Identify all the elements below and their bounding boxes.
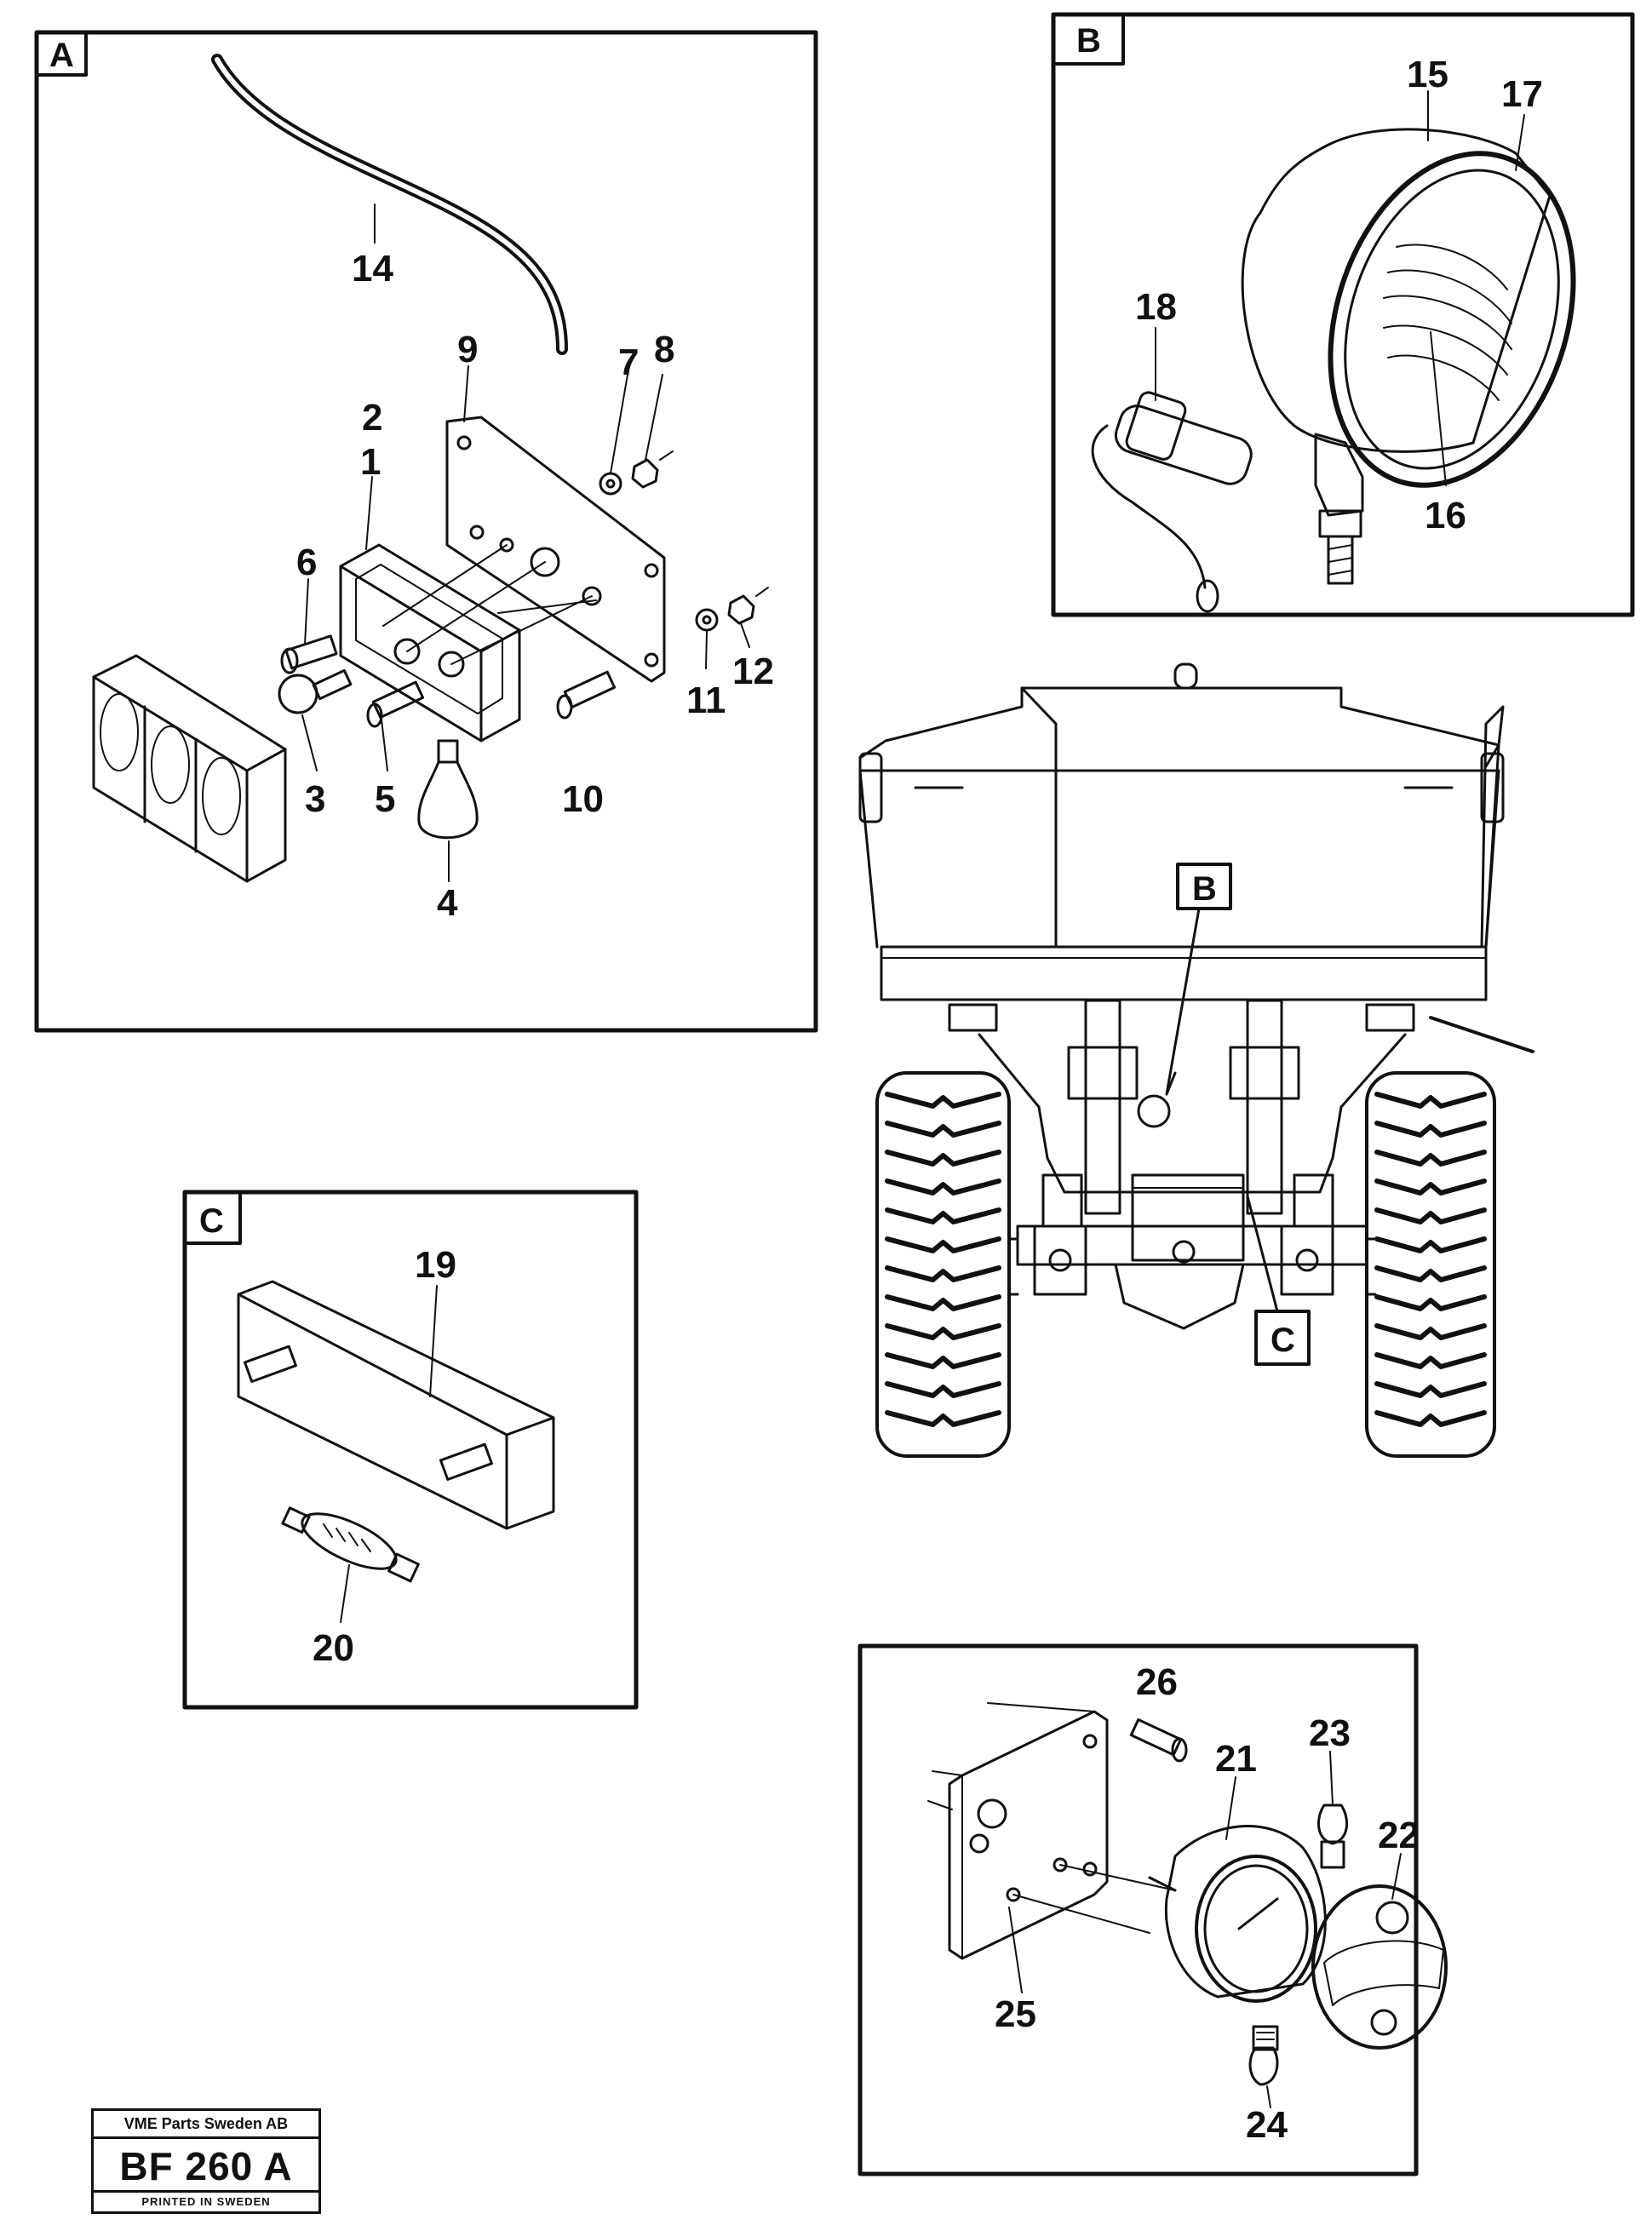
cable-part-14 xyxy=(211,54,568,355)
part-label-18: 18 xyxy=(1135,286,1177,328)
callout-b-box xyxy=(1176,863,1232,910)
part-label-2: 2 xyxy=(362,397,382,439)
lamp-part-21 xyxy=(1148,1825,1327,2003)
panel-c-label-box xyxy=(183,1190,242,1245)
part-label-5: 5 xyxy=(375,778,395,820)
panel-a-frame xyxy=(34,30,818,1033)
tire-tread xyxy=(885,1323,1001,1340)
part-label-19: 19 xyxy=(415,1244,456,1286)
part-label-4: 4 xyxy=(437,882,458,924)
tire-tread xyxy=(1374,1323,1487,1340)
tire-tread xyxy=(1374,1294,1487,1311)
bulb-part-3 xyxy=(278,668,353,714)
panel-a-label-box xyxy=(35,31,88,77)
part-label-10: 10 xyxy=(562,778,604,820)
screw-part-6 xyxy=(280,634,338,674)
panel-c-frame xyxy=(182,1190,639,1710)
tire-tread xyxy=(885,1092,1001,1109)
tire-tread xyxy=(885,1294,1001,1311)
tire-tread xyxy=(1374,1265,1487,1282)
stamp-company: VME Parts Sweden AB xyxy=(94,2111,318,2139)
panel-a-label: A xyxy=(49,37,74,74)
part-label-25: 25 xyxy=(995,1993,1036,2035)
tire-tread xyxy=(1374,1352,1487,1369)
tire-tread xyxy=(885,1352,1001,1369)
panel-b-frame xyxy=(1051,12,1635,617)
screw-part-26 xyxy=(1129,1718,1188,1763)
part-label-7: 7 xyxy=(618,341,639,383)
part-label-6: 6 xyxy=(296,542,317,583)
tire-tread xyxy=(885,1207,1001,1224)
washer-part-11 xyxy=(695,608,719,632)
part-label-26: 26 xyxy=(1136,1661,1178,1703)
part-label-22: 22 xyxy=(1378,1815,1420,1856)
panel-b-label-box xyxy=(1052,13,1125,66)
tire-tread xyxy=(885,1410,1001,1427)
tire-tread xyxy=(1374,1150,1487,1167)
nut-part-12 xyxy=(727,594,755,625)
part-label-1: 1 xyxy=(360,441,381,483)
stamp-code: BF 260 A xyxy=(119,2144,293,2188)
stamp-footer: PRINTED IN SWEDEN xyxy=(94,2190,318,2211)
bulb-part-20 xyxy=(281,1506,420,1583)
part-label-16: 16 xyxy=(1425,495,1466,536)
callout-c-box xyxy=(1254,1310,1311,1366)
part-label-3: 3 xyxy=(305,778,325,820)
bulb-part-4 xyxy=(417,739,479,840)
part-label-17: 17 xyxy=(1501,73,1543,115)
part-label-21: 21 xyxy=(1215,1738,1257,1780)
washer-part-7 xyxy=(599,472,622,496)
tire-tread xyxy=(1374,1410,1487,1427)
part-label-11: 11 xyxy=(686,680,726,721)
bulb-part-18 xyxy=(1091,391,1253,613)
left-tire xyxy=(875,1071,1011,1458)
panel-d-frame xyxy=(858,1643,1419,2176)
callout-c-label: C xyxy=(1271,1322,1295,1359)
part-label-15: 15 xyxy=(1407,54,1448,95)
lamp-housing-part-1 xyxy=(339,543,521,743)
lamp-lens-part-16 xyxy=(1344,169,1560,470)
bulb-part-24 xyxy=(1248,2025,1279,2086)
right-tire xyxy=(1365,1071,1496,1458)
tire-tread xyxy=(1374,1178,1487,1196)
part-label-20: 20 xyxy=(313,1627,354,1669)
lamp-part-19 xyxy=(237,1280,555,1530)
part-label-8: 8 xyxy=(654,329,674,370)
tire-tread xyxy=(1374,1381,1487,1398)
part-label-9: 9 xyxy=(457,329,478,370)
lamp-rim-part-17 xyxy=(1328,151,1576,488)
lamp-lens-block xyxy=(92,654,287,883)
tire-tread xyxy=(1374,1236,1487,1253)
part-label-12: 12 xyxy=(732,651,774,692)
tire-tread xyxy=(885,1178,1001,1196)
tire-tread xyxy=(885,1150,1001,1167)
title-stamp: VME Parts Sweden AB BF 260 A PRINTED IN … xyxy=(91,2108,321,2214)
work-lamp-part-15 xyxy=(1241,128,1576,488)
plate-part-25 xyxy=(948,1710,1109,1960)
tire-tread xyxy=(885,1236,1001,1253)
screw-part-10 xyxy=(556,670,617,720)
tire-tread xyxy=(1374,1092,1487,1109)
bulb-part-23 xyxy=(1316,1804,1349,1869)
tire-tread xyxy=(1374,1207,1487,1224)
part-label-24: 24 xyxy=(1246,2104,1288,2146)
panel-b-label: B xyxy=(1076,22,1101,60)
nut-part-8 xyxy=(631,458,659,489)
mounting-plate-part-9 xyxy=(445,416,666,683)
tire-tread xyxy=(1374,1121,1487,1138)
tire-tread xyxy=(885,1265,1001,1282)
part-label-14: 14 xyxy=(352,248,393,290)
callout-b-label: B xyxy=(1192,870,1217,908)
tire-tread xyxy=(885,1381,1001,1398)
tire-tread xyxy=(885,1121,1001,1138)
panel-c-label: C xyxy=(199,1202,224,1240)
screw-part-5 xyxy=(366,680,425,728)
part-label-23: 23 xyxy=(1309,1712,1351,1754)
lens-part-22 xyxy=(1311,1884,1448,2050)
